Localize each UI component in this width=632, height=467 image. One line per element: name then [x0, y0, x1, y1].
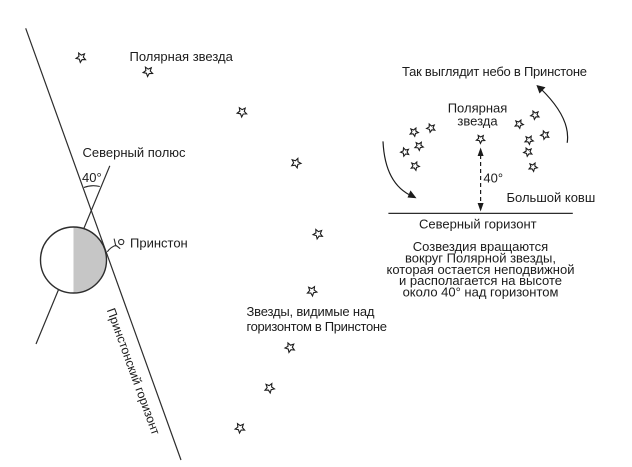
svg-text:Принстон: Принстон [130, 236, 188, 251]
svg-text:звезда: звезда [457, 114, 498, 129]
svg-text:40°: 40° [483, 170, 503, 185]
svg-text:40°: 40° [82, 170, 102, 185]
svg-text:около 40° над горизонтом: около 40° над горизонтом [403, 285, 559, 300]
svg-text:и располагается на высоте: и располагается на высоте [399, 273, 562, 288]
svg-text:Большой ковш: Большой ковш [507, 190, 596, 205]
svg-text:Полярная: Полярная [448, 101, 508, 116]
svg-text:вокруг Полярной звезды,: вокруг Полярной звезды, [405, 250, 556, 265]
svg-text:Северный полюс: Северный полюс [83, 145, 187, 160]
svg-text:Полярная звезда: Полярная звезда [130, 49, 234, 64]
svg-text:Созвездия вращаются: Созвездия вращаются [413, 239, 548, 254]
svg-text:Северный горизонт: Северный горизонт [419, 216, 537, 231]
svg-text:Звезды, видимые над: Звезды, видимые над [247, 304, 375, 319]
svg-text:которая остается неподвижной: которая остается неподвижной [387, 262, 575, 277]
svg-text:Так выглядит небо в Принстоне: Так выглядит небо в Принстоне [402, 64, 587, 79]
svg-text:горизонтом в Принстоне: горизонтом в Принстоне [247, 319, 388, 334]
